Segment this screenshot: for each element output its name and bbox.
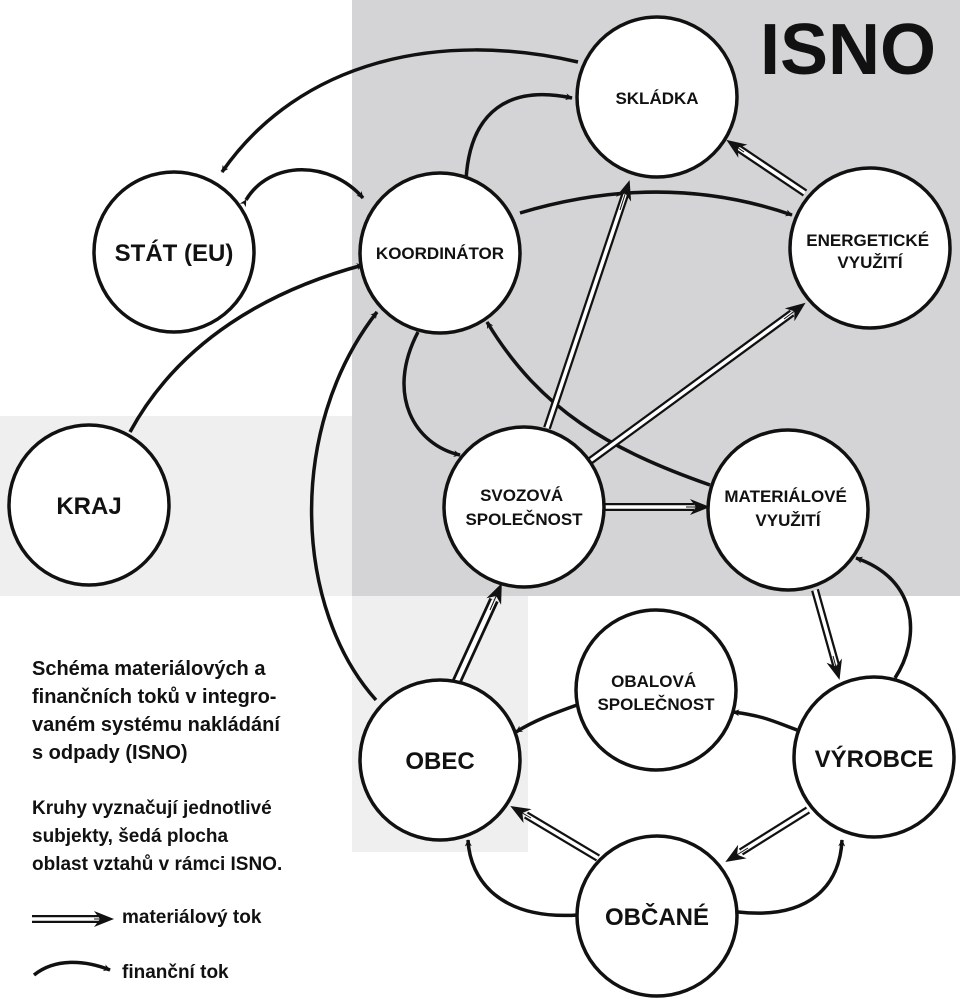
material-flow-obcane-obec [510,805,601,862]
material-flow-materialove-vyrobce [811,588,842,680]
node-circle-energeticke [788,166,952,330]
caption-note-line: oblast vztahů v rámci ISNO. [32,854,283,875]
financial-flow-vyrobce-materialove [855,556,913,679]
node-circle-obec [358,678,522,842]
material-flow-svozova-energeticke [587,302,806,465]
node-label-kraj: KRAJ [56,493,121,520]
node-circle-stat [92,170,256,334]
financial-flow-obcane-vyrobce [737,839,846,915]
node-circle-obalova [574,608,738,772]
caption-title-line: vaném systému nakládání [32,714,280,736]
node-circle-kraj [7,423,171,587]
node-label-vyrobce: VÝROBCE [815,745,934,773]
node-circle-koordinator [358,171,522,335]
financial-flow-materialove-koordinator [485,321,711,487]
material-flow-svozova-skladka [543,180,632,430]
node-circle-materialove [706,428,870,592]
material-flow-obec-svozova [451,583,502,686]
node-circle-vyrobce [792,675,956,839]
node-label-skladka: SKLÁDKA [615,89,698,108]
node-circle-skladka [575,15,739,179]
financial-flow-koordinator-svozova [402,331,461,458]
node-label-obalova: OBALOVÁ SPOLEČNOST [597,672,715,714]
financial-flow-koordinator-skladka [464,93,573,181]
node-label-energeticke: ENERGETICKÉ VYUŽITÍ [806,231,934,272]
node-label-stat: STÁT (EU) [115,239,234,267]
financial-flow-kraj-koordinator [128,263,364,433]
material-flow-energeticke-skladka [726,139,808,197]
caption-note: Kruhy vyznačují jednotlivé subjekty, šed… [32,795,282,879]
caption-title-line: Schéma materiálových a [32,658,266,680]
financial-flow-koordinator-energeticke [519,190,793,217]
material-flow-vyrobce-obcane [725,806,811,863]
node-label-obcane: OBČANÉ [605,903,709,931]
caption-title: Schéma materiálových a finančních toků v… [32,655,280,767]
node-label-materialove: MATERIÁLOVÉ VYUŽITÍ [724,487,851,530]
legend-financial-label: finanční tok [122,962,229,983]
financial-flow-skladka-stat [220,48,579,174]
financial-flow-obcane-obec [464,839,579,918]
financial-flow-obec-koordinator [309,310,379,702]
node-label-koordinator: KOORDINÁTOR [376,244,504,263]
financial-flow-vyrobce-obalova [732,709,798,732]
financial-flow-obalova-obec [515,703,578,734]
legend-financial-symbol [32,960,111,977]
caption-note-line: Kruhy vyznačují jednotlivé [32,798,272,819]
legend-material-label: materiálový tok [122,907,262,928]
caption-note-line: subjekty, šedá plocha [32,826,229,847]
caption-title-line: finančních toků v integro- [32,686,277,708]
node-label-svozova: SVOZOVÁ SPOLEČNOST [465,486,583,529]
node-circle-svozova [442,425,606,589]
financial-flow-stat-koordinator [239,168,365,208]
node-label-obec: OBEC [405,748,474,775]
isno-title: ISNO [760,10,936,90]
caption-title-line: s odpady (ISNO) [32,742,188,764]
node-circle-obcane [575,834,739,998]
